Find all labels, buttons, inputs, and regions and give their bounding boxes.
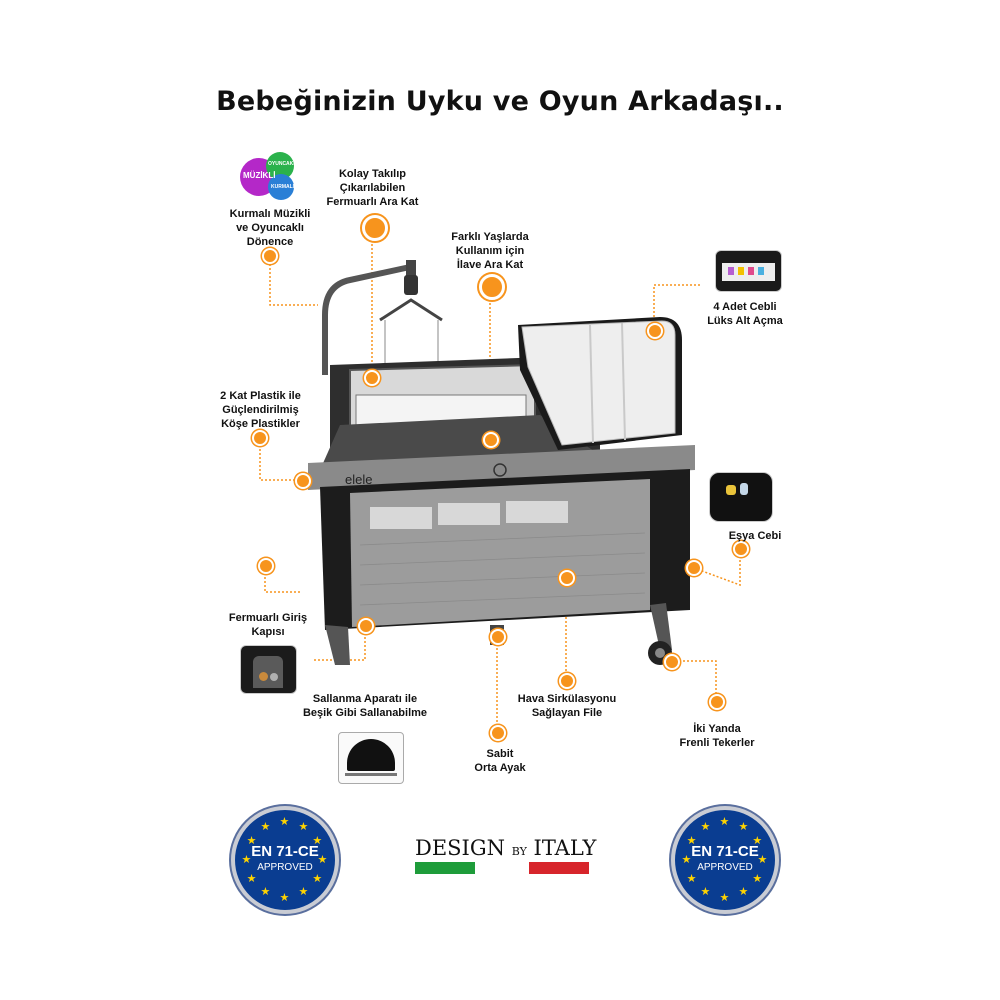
storage-pocket-thumbnail xyxy=(709,472,773,522)
label-mobile: Kurmalı Müzikli ve Oyuncaklı Dönence xyxy=(229,208,311,248)
music-toy-icon: MÜZİKLİ OYUNCAKLI KURMALI xyxy=(240,152,302,202)
star-icon: ★ xyxy=(738,886,749,899)
star-icon: ★ xyxy=(757,853,768,866)
design-by-italy-logo: DESIGN BY ITALY xyxy=(415,836,597,860)
rocking-frame-thumbnail xyxy=(338,732,404,784)
star-icon: ★ xyxy=(246,872,257,885)
marker-door xyxy=(258,558,274,574)
page-title: Bebeğinizin Uyku ve Oyun Arkadaşı.. xyxy=(216,86,784,117)
label-corners: 2 Kat Plastik ile Güçlendirilmiş Köşe Pl… xyxy=(220,390,301,430)
zipper-door-thumbnail xyxy=(240,645,297,694)
label-door: Fermuarlı Giriş Kapısı xyxy=(228,612,308,638)
label-zip-layer: Kolay Takılıp Çıkarılabilen Fermuarlı Ar… xyxy=(326,168,419,208)
star-icon: ★ xyxy=(279,891,290,904)
marker-pocket xyxy=(733,541,749,557)
star-icon: ★ xyxy=(312,834,323,847)
marker-zip-layer-2 xyxy=(364,370,380,386)
label-wheels: İki Yanda Frenli Tekerler xyxy=(679,723,755,749)
star-icon: ★ xyxy=(686,872,697,885)
star-icon: ★ xyxy=(298,886,309,899)
star-icon: ★ xyxy=(719,891,730,904)
marker-air-2 xyxy=(559,673,575,689)
marker-pocket-2 xyxy=(686,560,702,576)
marker-air xyxy=(559,570,575,586)
star-icon: ★ xyxy=(700,820,711,833)
star-icon: ★ xyxy=(279,815,290,828)
star-icon: ★ xyxy=(317,853,328,866)
italy-flag-red xyxy=(529,862,589,874)
marker-corners-2 xyxy=(295,473,311,489)
playpen-crib-image: elele xyxy=(308,260,695,665)
star-icon: ★ xyxy=(260,886,271,899)
label-air: Hava Sirkülasyonu Sağlayan File xyxy=(517,693,617,719)
marker-extra-layer xyxy=(479,274,505,300)
label-leg: Sabit Orta Ayak xyxy=(474,748,526,774)
star-icon: ★ xyxy=(681,853,692,866)
en71-ce-badge-right: EN 71-CE APPROVED ★★★★★★★★★★★★ xyxy=(671,806,779,914)
label-extra-layer: Farklı Yaşlarda Kullanım için İlave Ara … xyxy=(451,231,529,271)
star-icon: ★ xyxy=(312,872,323,885)
changer-pockets-thumbnail xyxy=(715,250,782,292)
marker-extra-layer-2 xyxy=(483,432,499,448)
label-changer: 4 Adet Cebli Lüks Alt Açma xyxy=(707,301,783,327)
label-rocking: Sallanma Aparatı ile Beşik Gibi Sallanab… xyxy=(302,693,428,719)
marker-changer xyxy=(647,323,663,339)
star-icon: ★ xyxy=(719,815,730,828)
star-icon: ★ xyxy=(752,834,763,847)
star-icon: ★ xyxy=(738,820,749,833)
marker-zip-layer xyxy=(362,215,388,241)
marker-wheels xyxy=(664,654,680,670)
en71-ce-badge-left: EN 71-CE APPROVED ★★★★★★★★★★★★ xyxy=(231,806,339,914)
marker-leg-2 xyxy=(490,725,506,741)
italy-flag-green xyxy=(415,862,475,874)
star-icon: ★ xyxy=(246,834,257,847)
brand-logo: elele xyxy=(345,472,372,487)
star-icon: ★ xyxy=(686,834,697,847)
marker-mobile xyxy=(262,248,278,264)
star-icon: ★ xyxy=(752,872,763,885)
marker-rocking xyxy=(358,618,374,634)
star-icon: ★ xyxy=(298,820,309,833)
star-icon: ★ xyxy=(700,886,711,899)
marker-leg xyxy=(490,629,506,645)
star-icon: ★ xyxy=(260,820,271,833)
marker-wheels-2 xyxy=(709,694,725,710)
label-pocket: Eşya Cebi xyxy=(728,530,782,542)
star-icon: ★ xyxy=(241,853,252,866)
marker-corners xyxy=(252,430,268,446)
